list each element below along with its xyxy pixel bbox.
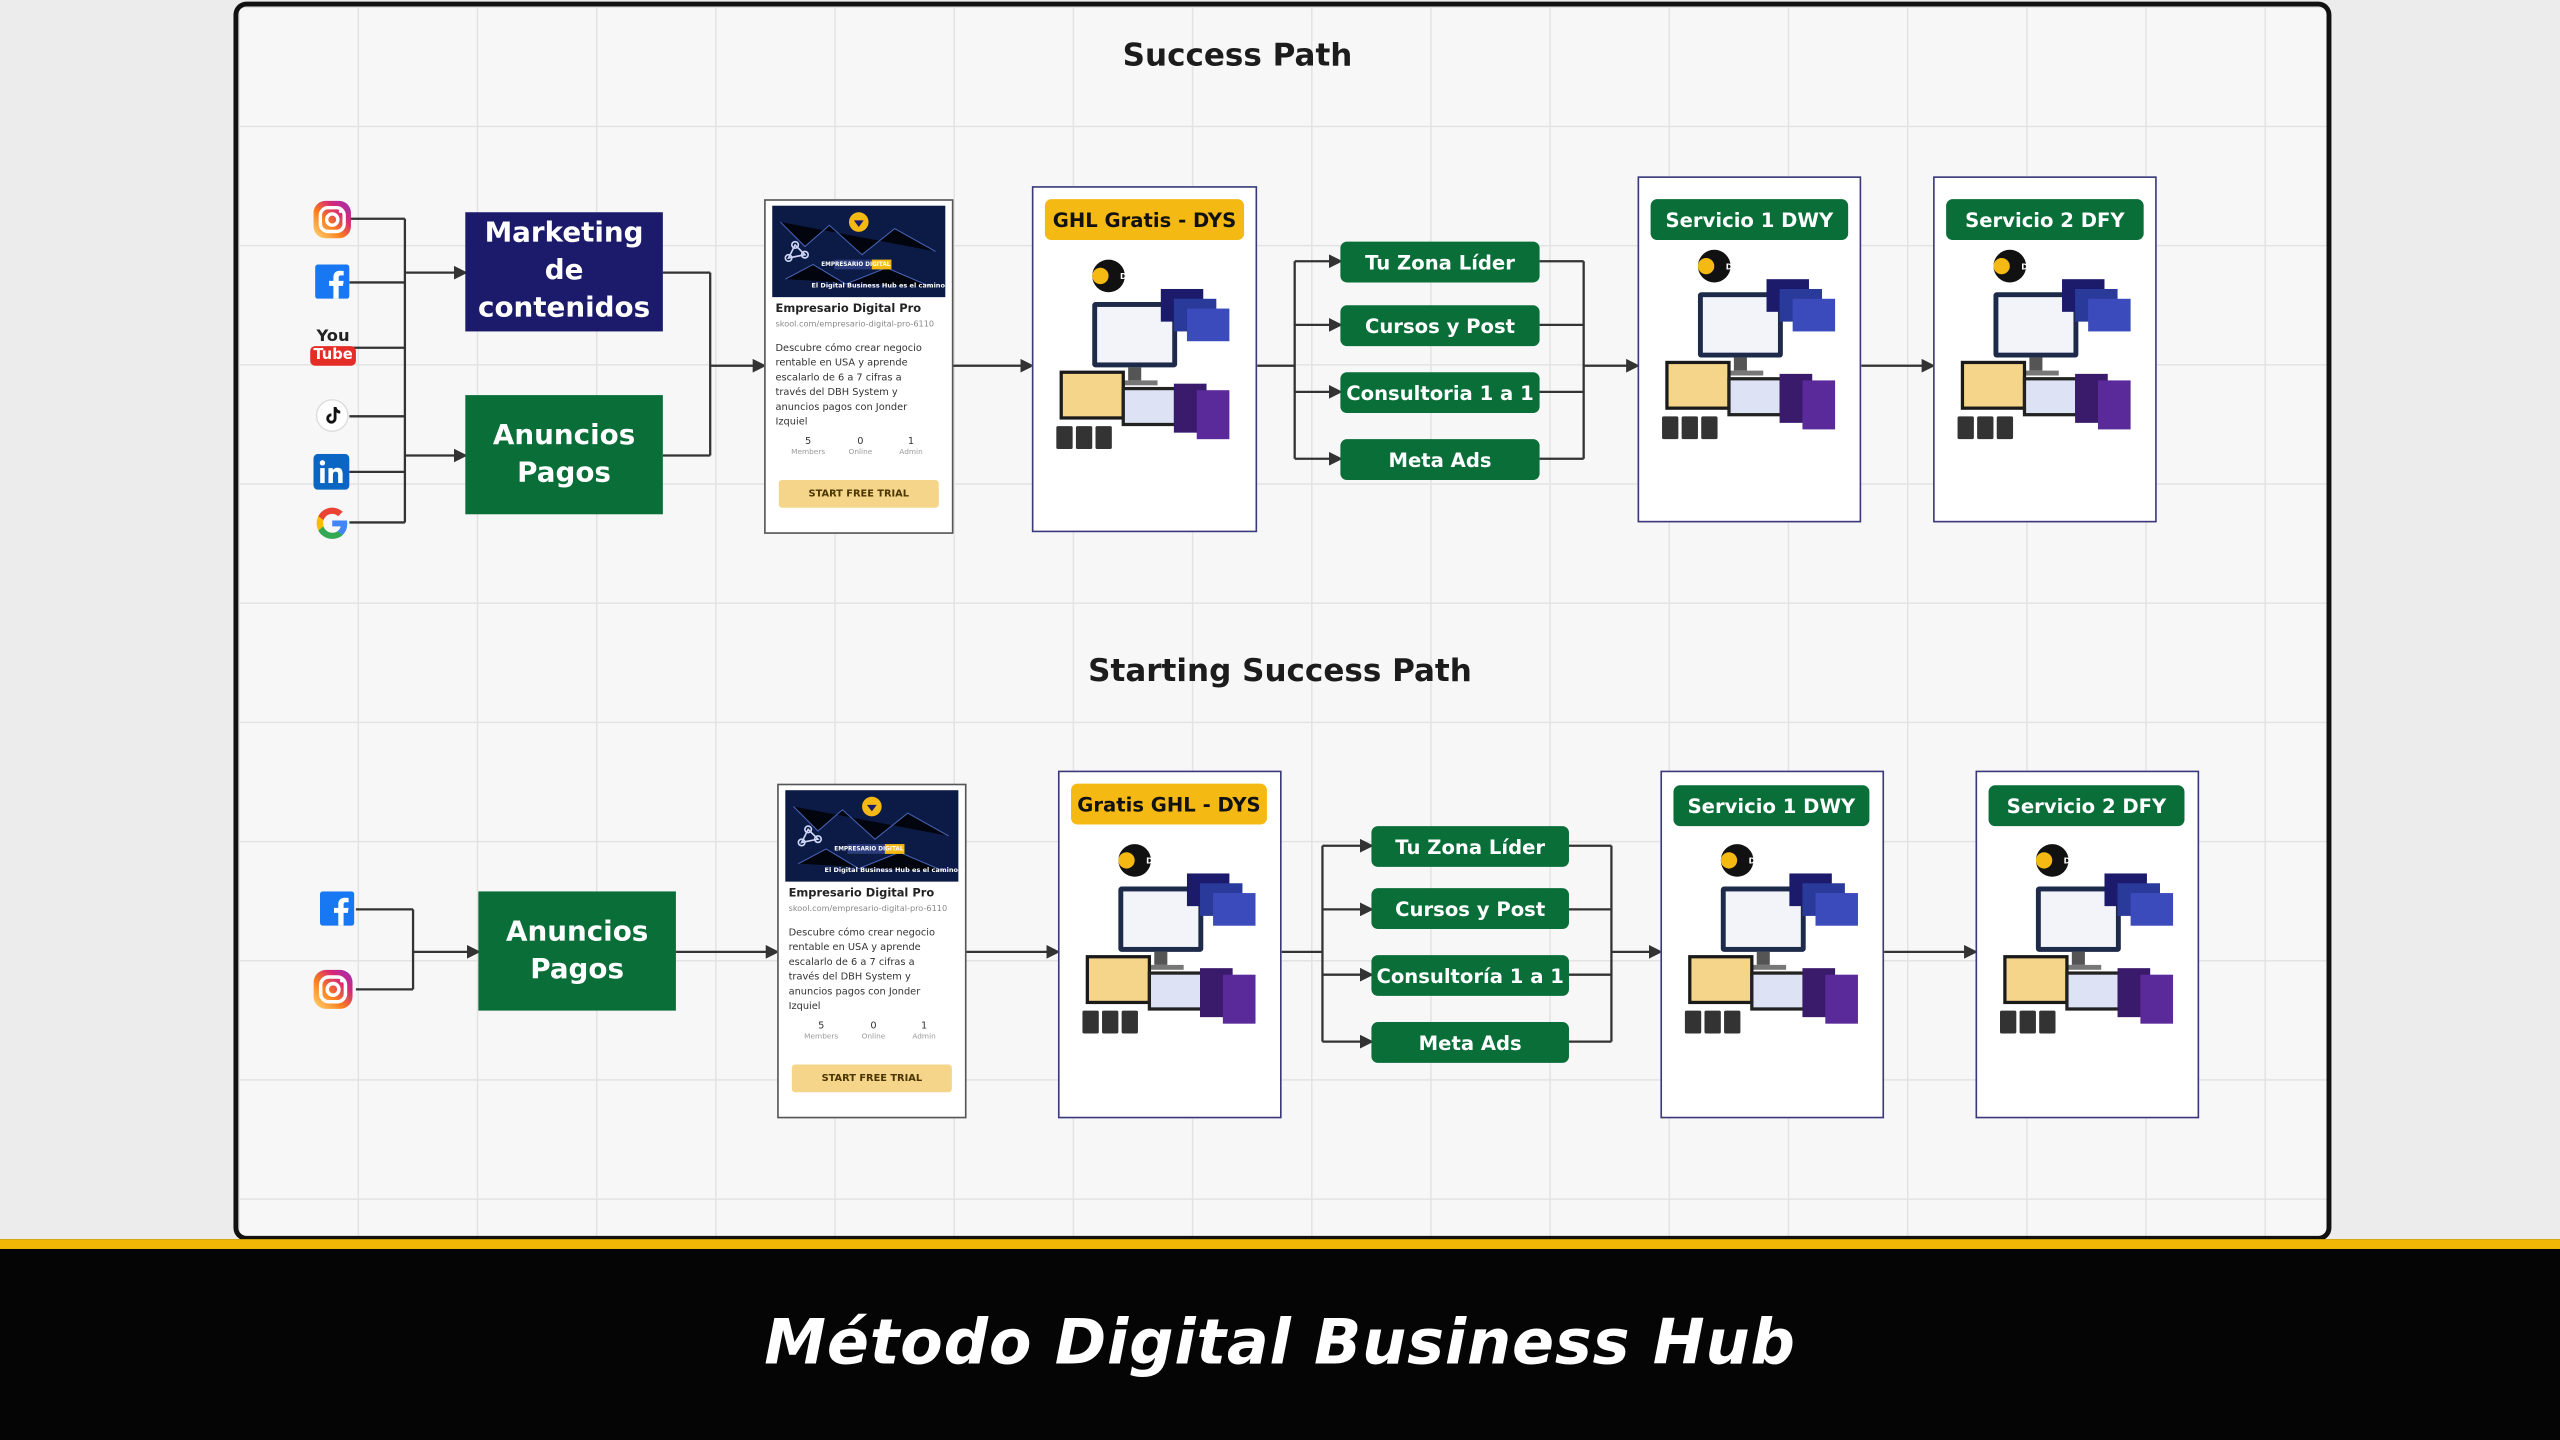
google-icon: [313, 504, 351, 542]
service2-label: Servicio 2 DFY: [1988, 785, 2185, 827]
card-url: skool.com/empresario-digital-pro-6110: [775, 319, 935, 330]
option-consultoria: Consultoría 1 a 1: [1371, 955, 1569, 996]
anuncios-pagos-box: Anuncios Pagos: [478, 891, 676, 1011]
product-mockup-graphic: DBH SYSTEM: [1662, 249, 1836, 440]
banner-text: El Digital Business Hub es el camino...: [824, 865, 966, 874]
stat-members-value: 5: [818, 1020, 825, 1032]
dbh-system-logo-text: DBH SYSTEM: [1726, 261, 1786, 271]
instagram-icon: [312, 199, 353, 240]
youtube-you-text: You: [316, 327, 350, 346]
facebook-icon: [315, 264, 350, 299]
service1-label: Servicio 1 DWY: [1673, 785, 1870, 827]
footer-bar: [0, 1239, 2560, 1440]
success-path-title: Success Path: [1122, 37, 1353, 74]
stat-admin-value: 1: [920, 1020, 928, 1032]
start-free-trial-button[interactable]: START FREE TRIAL: [791, 1064, 952, 1093]
stat-admin-label: Admin: [912, 1033, 936, 1042]
option-meta-ads: Meta Ads: [1340, 439, 1540, 480]
network-graphic: [780, 212, 936, 288]
stat-online-value: 0: [857, 435, 864, 448]
option-tu-zona-lider: Tu Zona Líder: [1340, 241, 1540, 283]
option-consultoria: Consultoria 1 a 1: [1340, 372, 1540, 414]
youtube-icon: You Tube: [310, 323, 357, 369]
skool-community-card: EMPRESARIO DIGITAL El Digital Business H…: [777, 783, 967, 1119]
banner-text: El Digital Business Hub es el camino...: [811, 280, 953, 289]
service2-label: Servicio 2 DFY: [1946, 199, 2144, 240]
instagram-icon: [312, 968, 354, 1010]
product-mockup-graphic: DBH SYSTEM: [1684, 844, 1858, 1034]
stat-members-label: Members: [804, 1033, 839, 1042]
stat-admin-value: 1: [907, 435, 915, 448]
dbh-system-logo-text: DBH SYSTEM: [2064, 856, 2124, 866]
option-meta-ads: Meta Ads: [1371, 1022, 1569, 1063]
dbh-system-logo-text: DBH SYSTEM: [2021, 261, 2081, 271]
service2-frame: DBH SYSTEM: [1975, 770, 2200, 1119]
stat-members-value: 5: [805, 435, 812, 448]
start-free-trial-button[interactable]: START FREE TRIAL: [778, 479, 939, 508]
network-graphic: [793, 796, 949, 873]
card-banner: EMPRESARIO DIGITAL El Digital Business H…: [785, 790, 965, 882]
footer-title: Método Digital Business Hub: [764, 1306, 1796, 1378]
tiktok-icon: [315, 398, 349, 432]
stat-online-label: Online: [861, 1033, 886, 1042]
ghl-gratis-label: GHL Gratis - DYS: [1044, 199, 1245, 240]
card-url: skool.com/empresario-digital-pro-6110: [788, 904, 948, 915]
ghl-offer-frame: DBH SYSTEM: [1057, 770, 1282, 1119]
facebook-icon: [319, 891, 355, 926]
ghl-offer-frame: DBH SYSTEM: [1031, 186, 1258, 533]
marketing-contenidos-box: Marketing de contenidos: [465, 212, 663, 332]
stat-members-label: Members: [791, 448, 826, 458]
product-mockup-graphic: DBH SYSTEM: [1957, 249, 2131, 440]
banner-badge: EMPRESARIO DIGITAL: [821, 261, 891, 268]
skool-community-card: EMPRESARIO DIGITAL El Digital Business H…: [764, 199, 954, 534]
product-mockup-graphic: DBH SYSTEM: [1056, 259, 1230, 449]
banner-badge: EMPRESARIO DIGITAL: [834, 845, 904, 853]
service1-frame: DBH SYSTEM: [1660, 770, 1885, 1119]
stat-online-value: 0: [870, 1020, 877, 1032]
card-description: Descubre cómo crear negocio rentable en …: [775, 342, 922, 428]
dbh-system-logo-text: DBH SYSTEM: [1146, 856, 1206, 866]
service1-label: Servicio 1 DWY: [1650, 199, 1849, 240]
linkedin-icon: [313, 453, 350, 490]
gratis-ghl-label: Gratis GHL - DYS: [1071, 783, 1267, 825]
option-cursos-post: Cursos y Post: [1371, 888, 1569, 929]
card-banner: EMPRESARIO DIGITAL El Digital Business H…: [772, 205, 952, 298]
product-mockup-graphic: DBH SYSTEM: [1999, 844, 2174, 1034]
card-title: Empresario Digital Pro: [788, 886, 935, 900]
card-title: Empresario Digital Pro: [775, 302, 922, 316]
stat-online-label: Online: [848, 448, 873, 458]
youtube-tube-text: Tube: [310, 345, 357, 365]
stat-admin-label: Admin: [899, 448, 923, 458]
starting-success-path-title: Starting Success Path: [1088, 653, 1472, 689]
option-cursos-post: Cursos y Post: [1340, 305, 1540, 347]
dbh-system-logo-text: DBH SYSTEM: [1120, 271, 1180, 281]
dbh-system-logo-text: DBH SYSTEM: [1749, 856, 1809, 866]
product-mockup-graphic: DBH SYSTEM: [1082, 844, 1256, 1034]
option-tu-zona-lider: Tu Zona Líder: [1371, 826, 1569, 867]
anuncios-pagos-box: Anuncios Pagos: [465, 395, 663, 515]
card-description: Descubre cómo crear negocio rentable en …: [788, 927, 935, 1013]
